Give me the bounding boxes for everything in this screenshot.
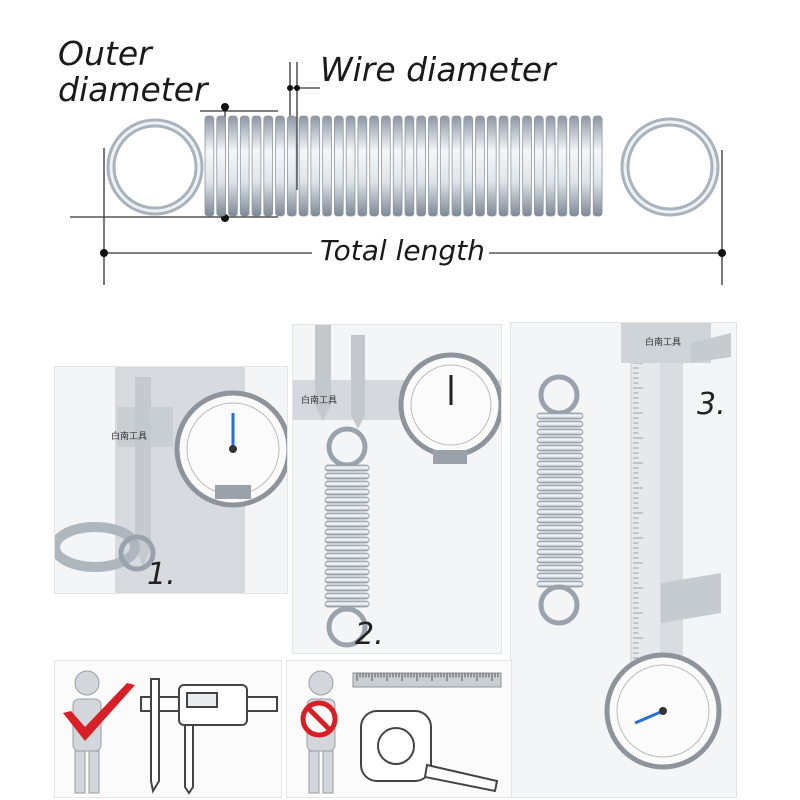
dimension-dots [100, 85, 726, 257]
caliper-outer-diameter-illustration [55, 367, 287, 593]
outer-diameter-label-line2: diameter [58, 70, 208, 109]
step-2-label: 2. [355, 617, 384, 652]
measure-photo-2: 白南工具 2. [292, 324, 502, 654]
caliper-total-length-illustration [536, 323, 731, 770]
step-1-label: 1. [147, 557, 176, 592]
spring-coil-body [204, 115, 603, 217]
measure-photo-3: 白南工具 3. [510, 322, 737, 798]
caliper-brand-text: 白南工具 [111, 432, 148, 442]
caliper-wire-diameter-illustration [293, 325, 501, 648]
outer-diameter-label-line1: Outer [58, 34, 152, 73]
wire-diameter-label: Wire diameter [320, 50, 556, 89]
measure-photo-1: 白南工具 1. [54, 366, 288, 594]
digital-caliper [140, 678, 278, 795]
red-prohibited-icon [300, 700, 338, 738]
outer-diameter-label: Outer diameter [58, 36, 208, 108]
total-length-label: Total length [316, 234, 489, 268]
wrong-tool-panel [286, 660, 512, 798]
correct-tool-panel [54, 660, 282, 798]
red-checkmark-icon [63, 683, 135, 741]
caliper-brand-text-3: 白南工具 [645, 338, 682, 348]
tape-measure [360, 710, 499, 793]
spring-dimension-diagram [70, 62, 726, 285]
step-3-label: 3. [697, 387, 726, 422]
caliper-brand-text-2: 白南工具 [301, 396, 338, 406]
